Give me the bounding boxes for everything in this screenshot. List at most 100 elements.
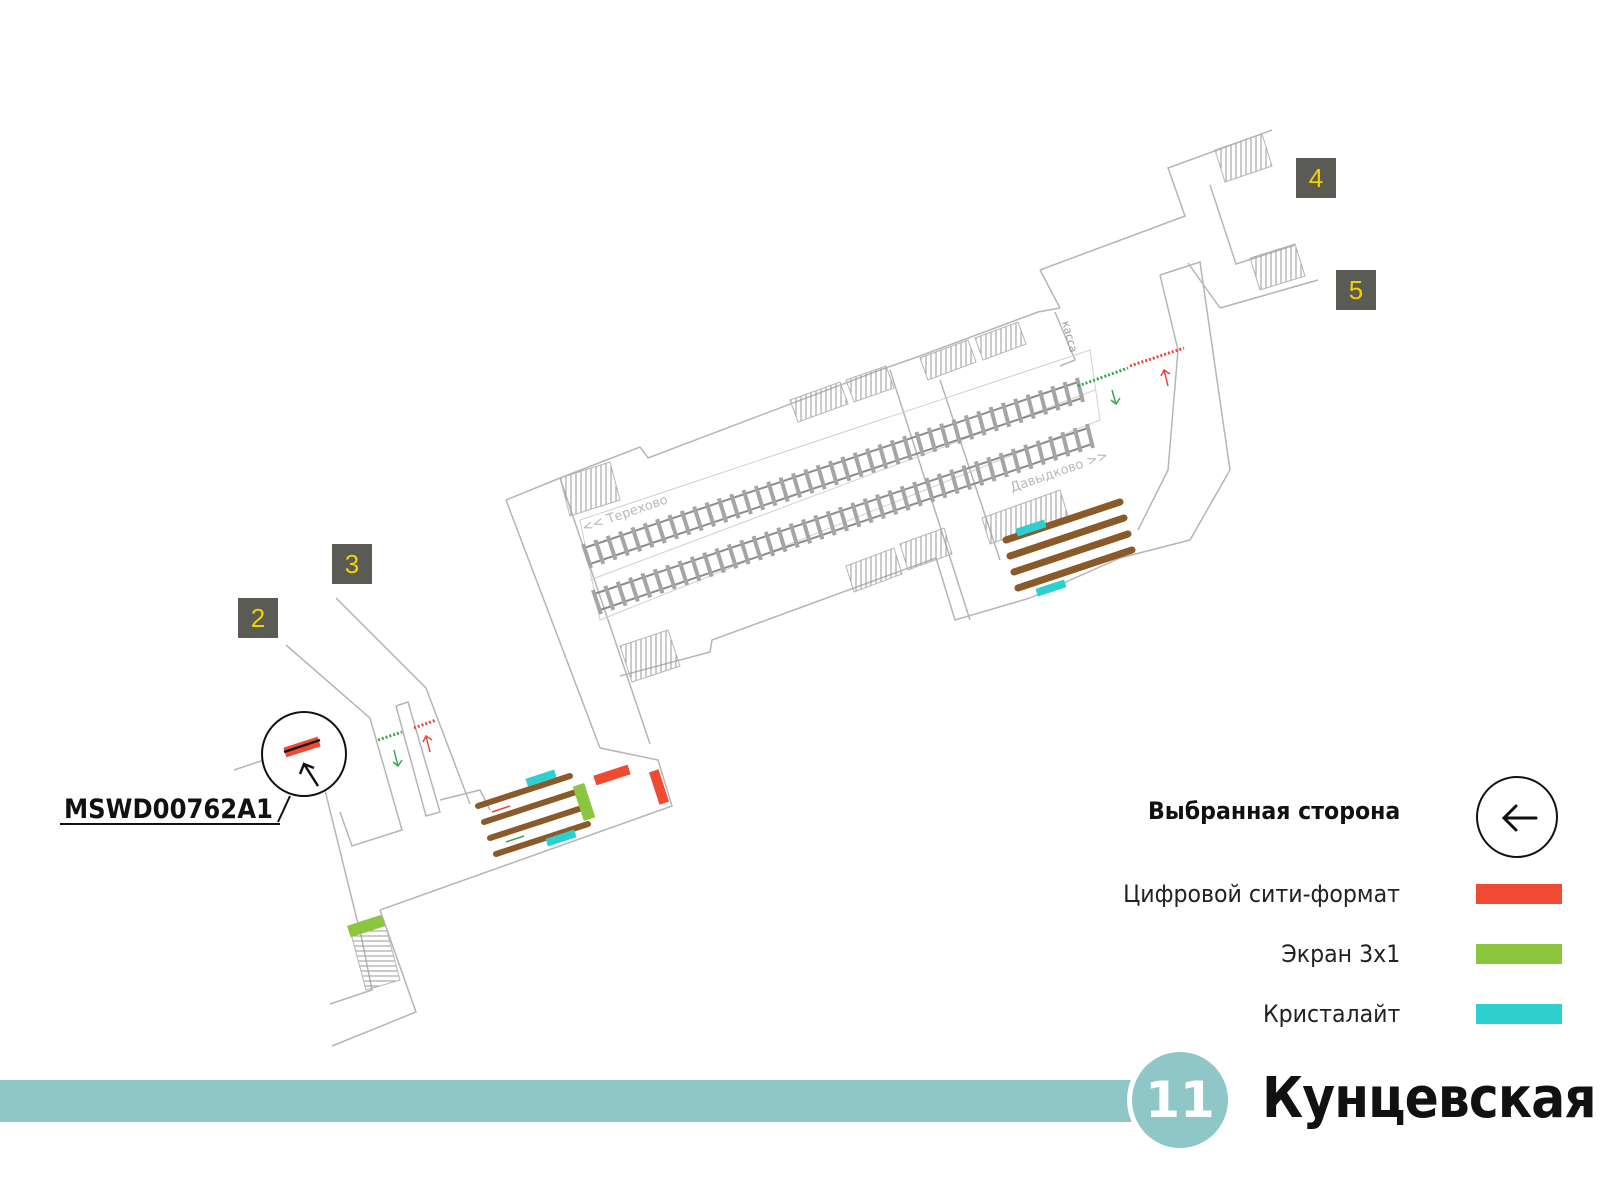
track-sleeper [605, 535, 618, 561]
track-sleeper [828, 460, 839, 486]
track-sleeper [618, 530, 630, 557]
track-sleeper [791, 472, 803, 499]
escalators-lower [475, 773, 591, 857]
escalators-upper [1002, 498, 1136, 592]
selected-panel-code: MSWD00762A1 [64, 794, 273, 825]
flow-indicators [377, 346, 1185, 843]
track-sleeper [751, 535, 763, 561]
track-sleeper [963, 414, 975, 440]
track-sleeper [739, 539, 751, 565]
arrow-up-left-icon [298, 762, 320, 787]
track-sleeper [961, 464, 972, 491]
track-sleeper [763, 531, 776, 557]
track-sleeper [1025, 394, 1036, 420]
stairs [349, 133, 1306, 991]
track-sleeper [1075, 377, 1085, 403]
track-sleeper [677, 560, 690, 586]
track-sleeper [591, 589, 603, 615]
stairs-platform-top-2 [845, 365, 895, 403]
arrow-left-icon [1501, 804, 1538, 832]
stairs-platform-top-1 [789, 381, 849, 423]
track-sleeper [1085, 423, 1095, 449]
track-sleeper [875, 494, 886, 520]
track-sleeper [939, 423, 950, 449]
track-sleeper [988, 406, 999, 432]
track-sleeper [862, 498, 874, 524]
track-sleeper [689, 556, 702, 582]
track-sleeper [949, 469, 960, 495]
track-sleeper [926, 427, 938, 453]
track-sleeper [840, 456, 852, 482]
digital-city-format-panel [648, 769, 670, 805]
track-sleeper [865, 448, 876, 474]
legend-swatch-digital-city [1476, 884, 1562, 904]
track-sleeper [714, 547, 726, 574]
track-sleeper [1035, 440, 1046, 466]
track-sleeper [667, 514, 680, 540]
station-name: Кунцевская [1262, 1066, 1597, 1131]
track-sleeper [655, 518, 667, 544]
exit-badge-5: 5 [1336, 270, 1376, 310]
metro-line-bar [0, 1080, 1150, 1122]
exit-badge-3: 3 [332, 544, 372, 584]
track-sleeper [1000, 402, 1012, 428]
screen-3x1-panel [347, 914, 385, 938]
track-sleeper [825, 510, 837, 536]
track-sleeper [986, 456, 997, 482]
track-sleeper [642, 522, 655, 548]
ad-placements [347, 519, 1067, 938]
stairs-exit-4 [1214, 133, 1273, 183]
selected-panel-marker[interactable] [60, 711, 347, 825]
stairs-platform-left [559, 461, 621, 517]
track-sleeper [924, 477, 936, 503]
track-sleeper [887, 489, 899, 515]
track-sleeper [801, 518, 813, 545]
stairs-platform-top-4 [974, 321, 1027, 361]
stairs-platform-top-3 [919, 339, 977, 381]
track-sleeper [729, 493, 741, 519]
track-sleeper [914, 431, 926, 457]
ticket-office-label: касса [1059, 319, 1080, 354]
track-sleeper [951, 418, 962, 445]
track-sleeper [704, 501, 716, 528]
track-sleeper [753, 485, 766, 511]
track-sleeper [1013, 398, 1024, 424]
exit-badge-4: 4 [1296, 158, 1336, 198]
track-sleeper [615, 581, 628, 607]
railway-tracks [581, 377, 1095, 615]
crystalight-panel [545, 829, 577, 847]
track-sleeper [1072, 427, 1083, 453]
legend-swatch-crystalight [1476, 1004, 1562, 1024]
track-sleeper [741, 489, 753, 515]
track-sleeper [640, 572, 653, 599]
track-sleeper [1062, 381, 1073, 407]
track-sleeper [652, 568, 665, 594]
selected-side-indicator [1476, 776, 1558, 858]
stairs-platform-bottom-1 [845, 547, 903, 593]
digital-city-format-panel [593, 764, 631, 786]
station-outline [233, 129, 1319, 1047]
track-sleeper [998, 452, 1009, 478]
screen-3x1-panel [572, 783, 596, 821]
crystalight-panel [525, 769, 557, 787]
track-sleeper [788, 523, 800, 549]
track-sleeper [776, 527, 788, 553]
track-sleeper [889, 439, 901, 465]
track-sleeper [1050, 385, 1061, 411]
stairs-exit-5 [1249, 243, 1306, 291]
legend-swatch-screen-3x1 [1476, 944, 1562, 964]
track-sleeper [581, 543, 593, 569]
track-sleeper [902, 435, 913, 461]
track-sleeper [603, 585, 616, 611]
legend-label-crystalight: Кристалайт [1262, 1000, 1400, 1028]
track-sleeper [850, 502, 862, 528]
track-sleeper [593, 539, 606, 565]
track-sleeper [1023, 444, 1034, 470]
crystalight-panel [1015, 519, 1047, 537]
track-sleeper [665, 564, 677, 590]
track-sleeper [778, 477, 790, 503]
track-sleeper [692, 506, 704, 532]
track-sleeper [766, 481, 778, 507]
track-sleeper [838, 506, 849, 532]
